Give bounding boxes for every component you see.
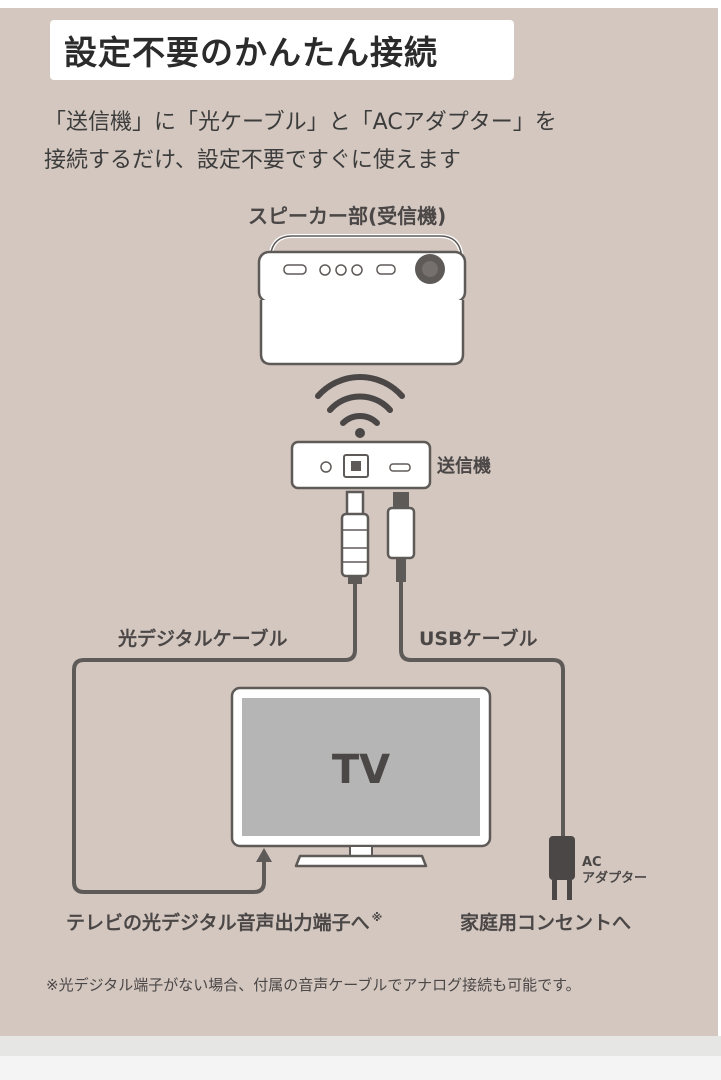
page-title: 設定不要のかんたん接続 [64, 33, 438, 72]
wifi-icon [315, 374, 405, 438]
optical-cable-line [72, 584, 357, 894]
arrow-up-icon [256, 848, 272, 862]
ac-adapter-label: AC アダプター [582, 855, 647, 887]
optical-cable-label: 光デジタルケーブル [118, 628, 288, 650]
ac-adapter-label-line-1: AC [582, 855, 602, 870]
intro-line-2: 接続するだけ、設定不要ですぐに使えます [44, 148, 461, 173]
title-box: 設定不要のかんたん接続 [50, 20, 514, 80]
ac-adapter-label-line-2: アダプター [582, 871, 648, 886]
intro-text: 「送信機」に「光ケーブル」と「ACアダプター」を 接続するだけ、設定不要ですぐに… [44, 104, 684, 180]
tv-icon: TV [230, 686, 492, 868]
intro-line-1: 「送信機」に「光ケーブル」と「ACアダプター」を [44, 110, 557, 135]
tv-destination-label: テレビの光デジタル音声出力端子へ※ [66, 908, 382, 935]
usb-cable-label: USBケーブル [419, 628, 538, 650]
speaker-receiver-icon [257, 234, 467, 366]
optical-plug-icon [340, 490, 370, 584]
usb-cable-line [399, 582, 565, 838]
ac-adapter-plug-icon [549, 836, 575, 900]
transmitter-label: 送信機 [437, 456, 491, 477]
bottom-strip [0, 1056, 721, 1080]
footnote-mark: ※ [371, 911, 383, 924]
usb-plug-icon [386, 492, 416, 582]
tv-label: TV [332, 747, 390, 793]
footnote: ※光デジタル端子がない場合、付属の音声ケーブルでアナログ接続も可能です。 [46, 976, 581, 994]
speaker-label: スピーカー部(受信機) [248, 204, 447, 228]
bottom-bar [0, 1036, 721, 1056]
outlet-label: 家庭用コンセントへ [460, 912, 632, 934]
transmitter-icon [290, 440, 432, 490]
tv-destination-text: テレビの光デジタル音声出力端子へ [66, 912, 370, 934]
